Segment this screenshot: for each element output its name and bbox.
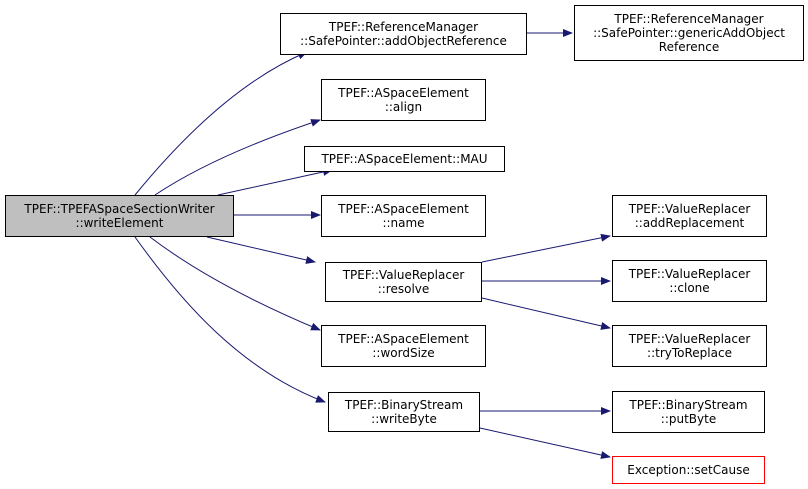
node-write-byte[interactable]: TPEF::BinaryStream ::writeByte bbox=[328, 392, 480, 432]
node-clone-line2: ::clone bbox=[669, 281, 710, 295]
node-generic-add-object-reference-line1: TPEF::ReferenceManager bbox=[614, 12, 764, 26]
node-generic-add-object-reference-line3: Reference bbox=[658, 40, 720, 54]
node-put-byte-line2: ::putByte bbox=[660, 412, 717, 426]
node-align-line1: TPEF::ASpaceElement bbox=[338, 86, 469, 100]
node-align-line2: ::align bbox=[384, 100, 423, 114]
node-name-line1: TPEF::ASpaceElement bbox=[338, 202, 469, 216]
node-align[interactable]: TPEF::ASpaceElement ::align bbox=[321, 79, 486, 121]
node-write-byte-line1: TPEF::BinaryStream bbox=[344, 398, 464, 412]
edge-write-element-to-word-size bbox=[149, 236, 321, 331]
node-name[interactable]: TPEF::ASpaceElement ::name bbox=[321, 195, 486, 237]
node-add-replacement[interactable]: TPEF::ValueReplacer ::addReplacement bbox=[612, 195, 767, 237]
node-put-byte[interactable]: TPEF::BinaryStream ::putByte bbox=[612, 391, 765, 433]
node-add-object-reference[interactable]: TPEF::ReferenceManager ::SafePointer::ad… bbox=[280, 13, 527, 55]
edge-resolve-to-try-to-replace bbox=[481, 297, 611, 330]
node-resolve-line2: ::resolve bbox=[377, 282, 430, 296]
node-try-to-replace-line2: ::tryToReplace bbox=[647, 346, 732, 360]
node-clone[interactable]: TPEF::ValueReplacer ::clone bbox=[612, 260, 767, 302]
edge-write-element-to-resolve bbox=[206, 236, 316, 264]
edge-write-element-to-align bbox=[154, 119, 321, 196]
node-try-to-replace-line1: TPEF::ValueReplacer bbox=[628, 332, 751, 346]
node-set-cause-line1: Exception::setCause bbox=[627, 463, 750, 477]
node-write-element: TPEF::TPEFASpaceSectionWriter ::writeEle… bbox=[5, 195, 234, 237]
node-write-element-line1: TPEF::TPEFASpaceSectionWriter bbox=[24, 202, 215, 216]
node-add-object-reference-line1: TPEF::ReferenceManager bbox=[328, 20, 479, 34]
node-word-size-line1: TPEF::ASpaceElement bbox=[338, 332, 469, 346]
node-word-size-line2: ::wordSize bbox=[372, 346, 435, 360]
node-clone-line1: TPEF::ValueReplacer bbox=[628, 267, 751, 281]
edge-write-element-to-mau bbox=[217, 168, 333, 196]
edge-resolve-to-add-replacement bbox=[481, 233, 611, 263]
node-generic-add-object-reference[interactable]: TPEF::ReferenceManager ::SafePointer::ge… bbox=[574, 5, 804, 61]
node-set-cause[interactable]: Exception::setCause bbox=[612, 456, 765, 484]
node-write-element-line2: ::writeElement bbox=[75, 216, 164, 230]
node-try-to-replace[interactable]: TPEF::ValueReplacer ::tryToReplace bbox=[612, 325, 767, 367]
node-name-line2: ::name bbox=[382, 216, 425, 230]
edge-write-element-to-add-object-reference bbox=[134, 51, 308, 196]
node-generic-add-object-reference-line2: ::SafePointer::genericAddObject bbox=[593, 26, 785, 40]
node-resolve-line1: TPEF::ValueReplacer bbox=[342, 268, 465, 282]
node-add-replacement-line1: TPEF::ValueReplacer bbox=[628, 202, 751, 216]
node-write-byte-line2: ::writeByte bbox=[371, 412, 437, 426]
edge-write-element-to-write-byte bbox=[134, 236, 326, 403]
edge-write-byte-to-set-cause bbox=[479, 427, 611, 459]
node-put-byte-line1: TPEF::BinaryStream bbox=[629, 398, 748, 412]
node-mau-line1: TPEF::ASpaceElement::MAU bbox=[321, 152, 488, 166]
node-word-size[interactable]: TPEF::ASpaceElement ::wordSize bbox=[321, 325, 486, 367]
node-add-replacement-line2: ::addReplacement bbox=[634, 216, 745, 230]
node-add-object-reference-line2: ::SafePointer::addObjectReference bbox=[300, 34, 507, 48]
node-resolve[interactable]: TPEF::ValueReplacer ::resolve bbox=[325, 262, 482, 302]
node-mau[interactable]: TPEF::ASpaceElement::MAU bbox=[304, 146, 505, 172]
